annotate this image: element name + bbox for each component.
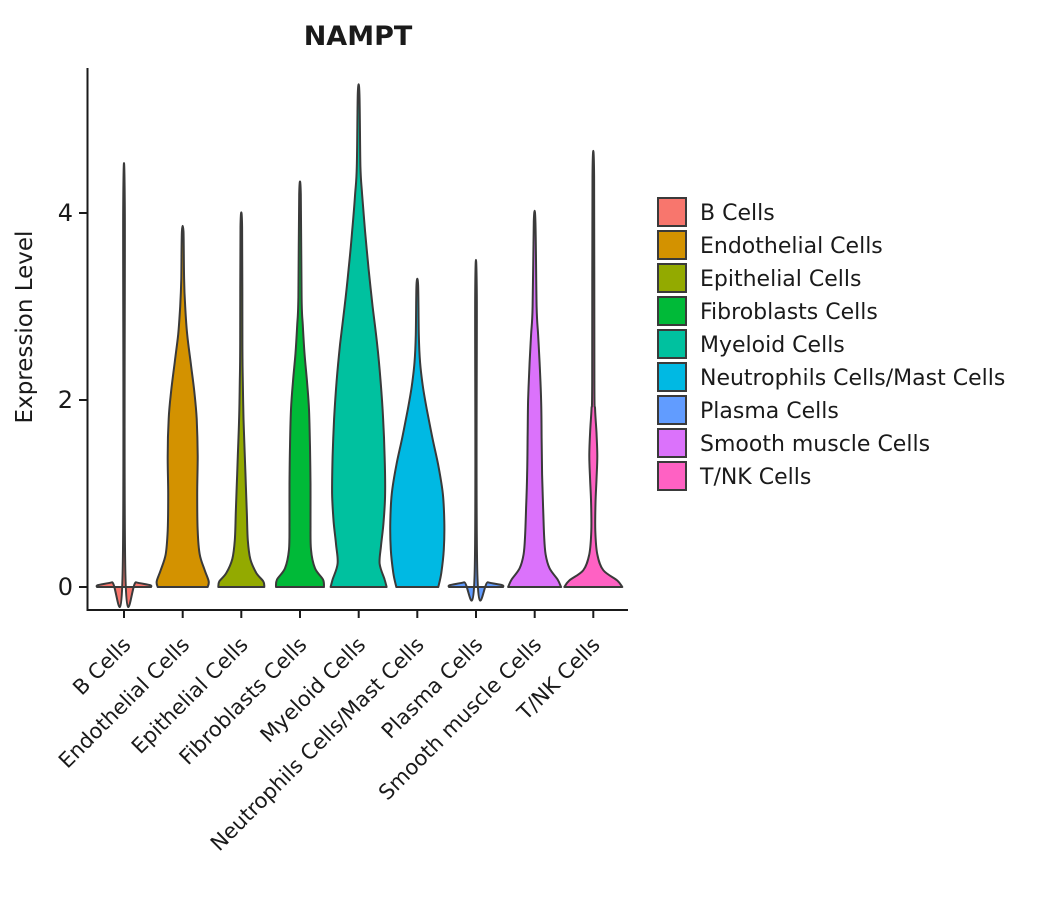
legend-item: Endothelial Cells — [657, 230, 883, 260]
legend-swatch — [657, 461, 687, 491]
legend-label: B Cells — [700, 201, 775, 226]
legend-label: Myeloid Cells — [700, 333, 845, 358]
legend-item: Fibroblasts Cells — [657, 296, 878, 326]
x-tick-label: Myeloid Cells — [256, 633, 371, 748]
legend-swatch — [657, 230, 687, 260]
legend-item: Myeloid Cells — [657, 329, 845, 359]
legend-item: Epithelial Cells — [657, 263, 861, 293]
legend-label: Fibroblasts Cells — [700, 300, 878, 325]
violin-epithelial-cells — [217, 211, 266, 588]
legend-swatch — [657, 395, 687, 425]
x-tick-label: Plasma Cells — [377, 633, 488, 744]
violin-t-nk-cells — [563, 150, 624, 588]
legend-swatch — [657, 362, 687, 392]
violin-endothelial-cells — [155, 224, 210, 588]
legend-item: Smooth muscle Cells — [657, 428, 930, 458]
legend-item: B Cells — [657, 197, 775, 227]
legend-label: Endothelial Cells — [700, 234, 883, 259]
legend-label: Neutrophils Cells/Mast Cells — [700, 366, 1005, 391]
violin-smooth-muscle-cells — [507, 209, 563, 588]
violin-plasma-cells — [447, 258, 505, 602]
violin-myeloid-cells — [329, 83, 388, 588]
violin-b-cells — [95, 162, 153, 608]
legend: B Cells Endothelial Cells Epithelial Cel… — [657, 197, 1005, 491]
legend-swatch — [657, 197, 687, 227]
legend-label: Epithelial Cells — [700, 267, 861, 292]
y-tick-label: 4 — [58, 199, 73, 227]
legend-label: Smooth muscle Cells — [700, 432, 930, 457]
legend-swatch — [657, 428, 687, 458]
violin-fibroblasts-cells — [274, 180, 325, 588]
chart-title: NAMPT — [304, 21, 413, 52]
legend-swatch — [657, 263, 687, 293]
y-axis-label: Expression Level — [12, 231, 38, 424]
legend-swatch — [657, 296, 687, 326]
legend-item: Neutrophils Cells/Mast Cells — [657, 362, 1005, 392]
legend-swatch — [657, 329, 687, 359]
x-tick-label: Neutrophils Cells/Mast Cells — [206, 633, 429, 856]
y-tick-label: 2 — [58, 386, 73, 414]
y-tick-label: 0 — [58, 573, 73, 601]
legend-item: Plasma Cells — [657, 395, 839, 425]
legend-label: T/NK Cells — [699, 465, 811, 490]
legend-label: Plasma Cells — [700, 399, 839, 424]
violins-group — [95, 83, 624, 608]
legend-item: T/NK Cells — [657, 461, 811, 491]
violin-neutrophils-cells-mast-cells — [389, 277, 446, 588]
